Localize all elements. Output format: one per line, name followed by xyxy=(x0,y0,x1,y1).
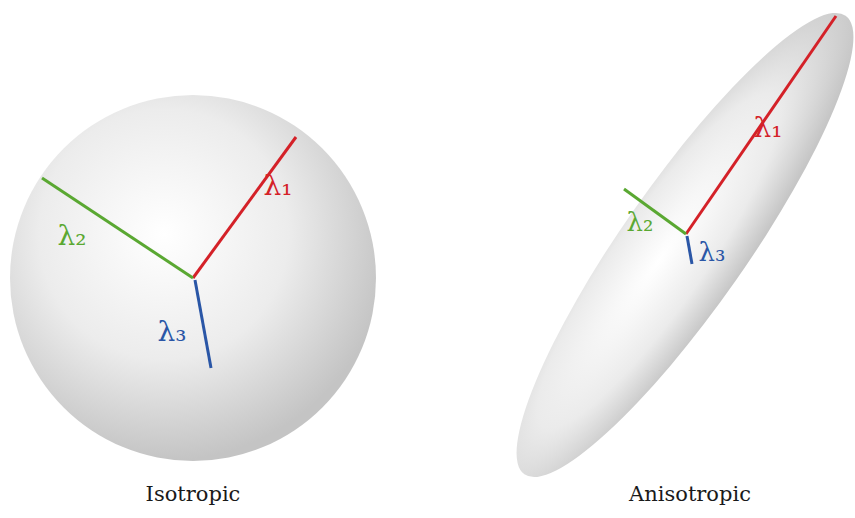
axis-symbol: λ₂ xyxy=(627,209,654,235)
axis-line xyxy=(624,189,686,234)
shape-caption: Isotropic xyxy=(146,484,241,505)
axis-line xyxy=(687,236,692,264)
axis-line xyxy=(42,178,193,278)
shape-caption: Anisotropic xyxy=(629,484,751,505)
axis-line xyxy=(195,280,211,368)
axis-symbol: λ₁ xyxy=(754,114,783,142)
axis-symbol: λ₃ xyxy=(699,239,726,265)
axis-symbol: λ₃ xyxy=(158,318,187,346)
ellipsoid xyxy=(474,0,855,510)
axis-symbol: λ₁ xyxy=(264,172,293,200)
axis-symbol: λ₂ xyxy=(58,222,87,250)
axis-line xyxy=(686,16,836,234)
sphere xyxy=(10,95,376,461)
axis-line xyxy=(193,137,296,278)
ellipsoid-group xyxy=(474,0,855,510)
